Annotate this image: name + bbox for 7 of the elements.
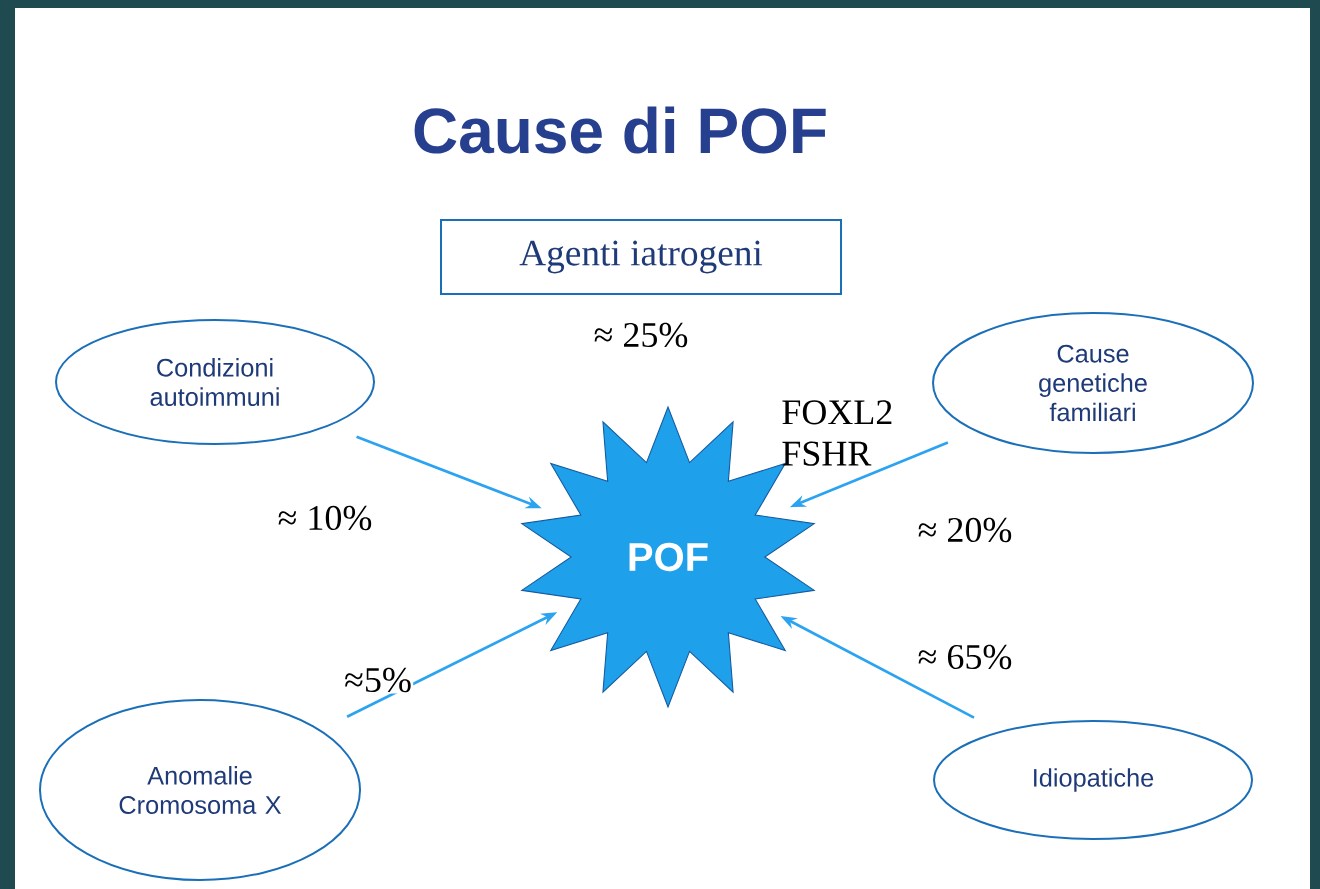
edge-label: ≈ 20% — [916, 516, 1014, 544]
text-box: Agenti iatrogeni — [440, 219, 842, 295]
edge-label: ≈5% — [342, 666, 414, 694]
edge-label: ≈ 65% — [916, 643, 1014, 671]
edge-label: ≈ 10% — [276, 504, 374, 532]
percentage-label: ≈ 25% — [594, 322, 688, 348]
title: Cause di POF — [414, 106, 826, 154]
